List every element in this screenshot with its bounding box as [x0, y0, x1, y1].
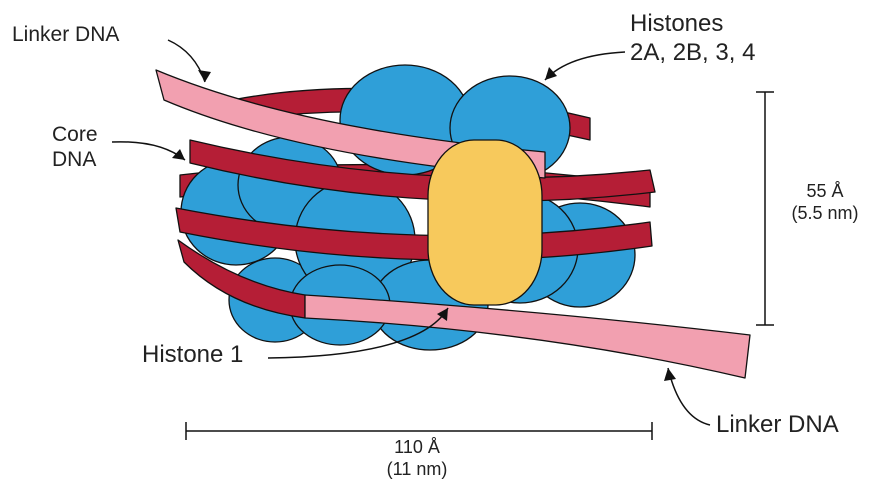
linker-dna-top-label: Linker DNA: [12, 22, 119, 47]
label-text: Linker DNA: [12, 22, 119, 47]
linker-dna-bottom-label: Linker DNA: [716, 411, 839, 440]
label-line: 110 Å: [372, 437, 462, 459]
label-line: 55 Å: [780, 181, 870, 203]
label-line: 2A, 2B, 3, 4: [630, 39, 755, 68]
histones-label: Histones 2A, 2B, 3, 4: [630, 10, 755, 68]
histone-1: [428, 140, 542, 305]
label-line: DNA: [52, 147, 98, 172]
height-dimension-label: 55 Å (5.5 nm): [780, 181, 870, 224]
core-dna-label: Core DNA: [52, 122, 98, 172]
linker-dna-top-arrow: [168, 40, 205, 82]
width-dimension-label: 110 Å (11 nm): [372, 437, 462, 480]
label-line: Histones: [630, 10, 755, 39]
label-text: Histone 1: [142, 341, 243, 370]
arrowhead: [545, 67, 557, 80]
arrowhead: [198, 70, 211, 82]
histones-arrow: [545, 52, 625, 80]
height-dimension-bar: [756, 92, 774, 325]
arrowhead: [664, 368, 676, 381]
label-text: Linker DNA: [716, 411, 839, 440]
arrowhead: [172, 149, 185, 160]
linker-dna-bottom-arrow: [668, 368, 710, 425]
histone-1-label: Histone 1: [142, 341, 243, 370]
label-line: Core: [52, 122, 98, 147]
label-line: (5.5 nm): [780, 203, 870, 225]
label-line: (11 nm): [372, 459, 462, 481]
